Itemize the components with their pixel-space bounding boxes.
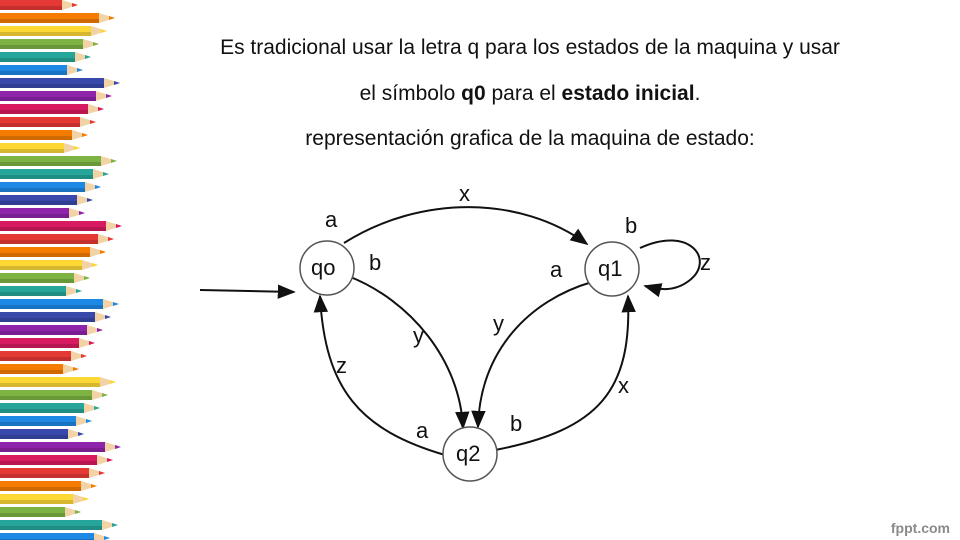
initial-state-term: estado inicial [561,82,695,105]
colored-pencils-decoration [0,0,122,540]
pencil-icon [0,377,116,387]
pencil-icon [0,351,87,361]
label-b-q2: b [510,411,522,436]
pencil-icon [0,338,95,348]
pencil-icon [0,416,92,426]
text-line-2-pre: el símbolo [359,82,462,105]
symbol-q0: q0 [461,82,486,105]
pencil-icon [0,520,118,530]
state-q0-circle [299,240,355,296]
transition-q2-q0 [313,294,446,456]
text-line-1: Es tradicional usar la letra q para los … [220,36,840,59]
pencil-icon [0,260,98,270]
pencil-icon [0,364,79,374]
pencil-icon [0,455,113,465]
pencil-icon [0,312,111,322]
text-line-2-mid: para el [485,82,562,105]
pencil-icon [0,130,88,140]
pencil-icon [0,273,90,283]
label-x-right: x [618,373,629,398]
pencil-icon [0,247,106,257]
pencil-icon [0,429,84,439]
pencil-icon [0,91,112,101]
state-q1-label: q1 [598,256,622,281]
label-x-top: x [459,181,470,206]
pencil-icon [0,234,114,244]
pencil-icon [0,52,91,62]
transition-q2-q1 [494,294,636,451]
pencil-icon [0,78,120,88]
pencil-icon [0,104,104,114]
pencil-icon [0,390,108,400]
transition-q1-q2 [471,281,593,429]
state-q2-circle [442,426,498,482]
pencil-icon [0,286,82,296]
label-b-q0: b [369,250,381,275]
label-y-right: y [493,311,504,336]
text-line-3: representación grafica de la maquina de … [305,127,755,150]
pencil-icon [0,169,109,179]
transition-q1-self-loop [639,239,701,298]
transition-q0-q2 [347,275,470,430]
footer-brand: fppt.com [890,520,950,536]
label-a-q2: a [416,418,429,443]
pencil-icon [0,507,81,517]
pencil-icon [0,26,107,36]
pencil-icon [0,208,85,218]
label-b-q1-in: b [625,213,637,238]
pencil-icon [0,481,97,491]
pencil-icon [0,117,96,127]
text-line-2: el símbolo q0 para el estado inicial. [140,82,920,106]
pencil-icon [0,403,100,413]
diagram-panel [284,162,740,498]
label-a-top: a [325,207,338,232]
label-z-loop: z [700,250,711,275]
label-y-left: y [413,323,424,348]
pencil-icon [0,221,122,231]
pencil-icon [0,468,105,478]
pencil-icon [0,442,121,452]
text-line-2-post: . [694,82,701,105]
label-a-q1: a [550,257,563,282]
pencil-icon [0,65,83,75]
pencil-icon [0,325,103,335]
state-q1-circle [584,241,640,297]
pencil-icon [0,182,101,192]
state-q0-label: qo [311,255,335,280]
pencil-icon [0,494,89,504]
label-z-left: z [336,353,347,378]
initial-arrow [199,284,296,299]
pencil-icon [0,156,117,166]
pencil-icon [0,0,78,10]
pencil-icon [0,13,115,23]
state-q2-label: q2 [456,441,480,466]
pencil-icon [0,299,119,309]
transition-q0-q1-top [343,206,589,246]
pencil-icon [0,195,93,205]
pencil-icon [0,39,99,49]
pencil-icon [0,143,80,153]
